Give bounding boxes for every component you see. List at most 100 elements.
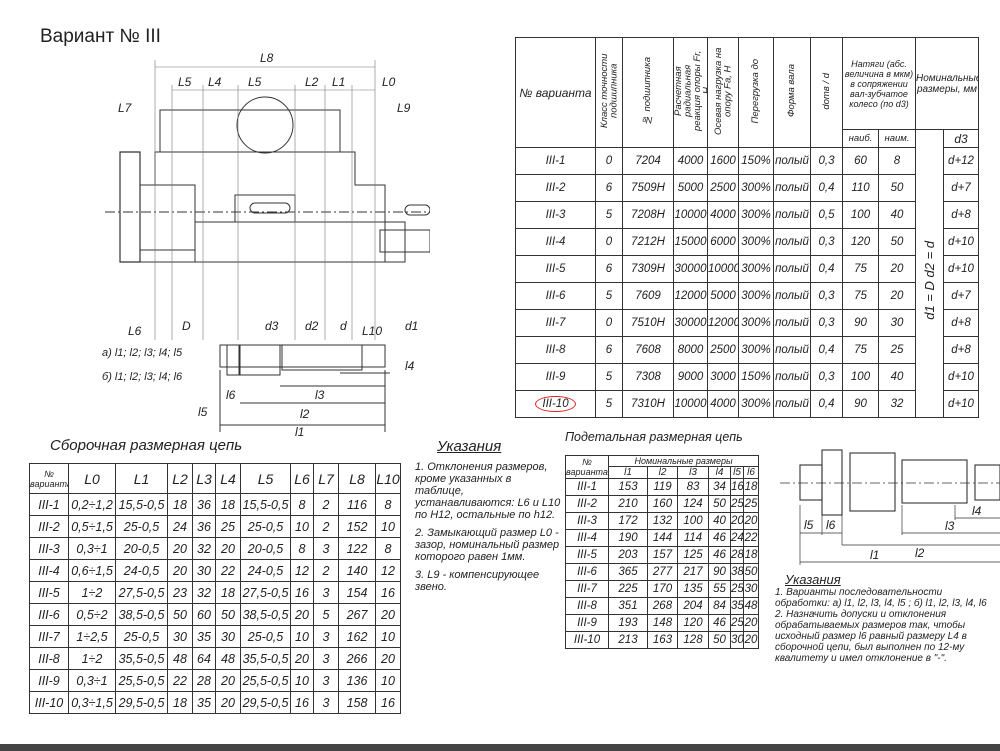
table-cell: III-2 — [515, 174, 596, 202]
assembly-chain-title: Сборочная размерная цепь — [50, 437, 243, 454]
table-cell: 6 — [595, 255, 623, 283]
table-cell: 10000 — [673, 390, 708, 418]
table-cell: 35 — [192, 625, 216, 648]
table-cell: 20 — [878, 282, 916, 310]
table-cell: 116 — [338, 493, 376, 516]
table-cell: 119 — [647, 478, 678, 496]
dim-label: d1 — [405, 319, 418, 333]
table-cell: III-3 — [515, 201, 596, 229]
table-cell: 3000 — [707, 363, 739, 391]
table-cell: 34 — [708, 478, 731, 496]
dim-label: l1 — [295, 425, 304, 438]
table-cell: 46 — [708, 529, 731, 547]
table-cell: d+7 — [942, 174, 980, 202]
table-cell: 300% — [738, 282, 774, 310]
table-cell: 27,5-0,5 — [240, 581, 291, 604]
table-cell: 25 — [730, 580, 744, 598]
table-cell: 0 — [595, 147, 623, 175]
header-nominal: Номинальные размеры — [607, 455, 760, 467]
table-cell: 128 — [677, 631, 709, 649]
column-header: l1 — [608, 466, 648, 479]
table-cell: 22 — [215, 559, 241, 582]
table-cell: 25,5-0,5 — [240, 669, 291, 692]
table-cell: III-6 — [565, 563, 609, 581]
column-header: L1 — [115, 463, 168, 494]
dim-label: l6 — [826, 518, 836, 532]
table-cell: полый — [773, 255, 811, 283]
notes-right: Указания 1. Варианты последовательности … — [775, 572, 997, 664]
table-cell: 50 — [878, 174, 916, 202]
table-cell: 20 — [375, 603, 401, 626]
table-cell: 29,5-0,5 — [115, 691, 168, 714]
table-cell: 1÷2,5 — [68, 625, 116, 648]
column-header: L6 — [290, 463, 314, 494]
table-cell: 277 — [647, 563, 678, 581]
table-cell: 300% — [738, 228, 774, 256]
table-cell: 7308 — [622, 363, 674, 391]
table-cell: 154 — [338, 581, 376, 604]
table-cell: 16 — [375, 581, 401, 604]
table-cell: 16 — [375, 691, 401, 714]
table-cell: 40 — [708, 512, 731, 530]
table-cell: III-6 — [515, 282, 596, 310]
table-cell: 7509Н — [622, 174, 674, 202]
table-cell: 300% — [738, 390, 774, 418]
table-cell: 64 — [192, 647, 216, 670]
table-cell: 46 — [708, 614, 731, 632]
table-cell: III-3 — [29, 537, 69, 560]
table-cell: 10 — [290, 669, 314, 692]
table-cell: 153 — [608, 478, 648, 496]
table-cell: 268 — [647, 597, 678, 615]
table-cell: 12 — [290, 559, 314, 582]
header-variant: № варианта — [515, 37, 596, 148]
table-cell: 50 — [167, 603, 193, 626]
notes-left-title: Указания — [437, 438, 502, 455]
table-cell: 23 — [167, 581, 193, 604]
table-cell: III-8 — [565, 597, 609, 615]
table-cell: 144 — [647, 529, 678, 547]
table-cell: 20-0,5 — [115, 537, 168, 560]
table-cell: 20 — [167, 559, 193, 582]
table-cell: 28 — [192, 669, 216, 692]
table-cell: 0,4 — [810, 390, 843, 418]
table-cell: III-2 — [565, 495, 609, 513]
table-cell: 20-0,5 — [240, 537, 291, 560]
table-cell: 20 — [730, 512, 744, 530]
table-cell: полый — [773, 336, 811, 364]
header-axial-load: Осевая нагрузка на опору Fa, Н — [712, 47, 734, 135]
shaft-drawing: l5 l6 l4 l3 l2 l1 — [780, 449, 1000, 565]
table-cell: 16 — [290, 581, 314, 604]
page-title: Вариант № III — [40, 26, 161, 47]
table-cell: 5 — [595, 363, 623, 391]
table-cell: 46 — [708, 546, 731, 564]
header-variant: № варианта — [565, 455, 609, 479]
table-cell: 50 — [708, 495, 731, 513]
notes-right-title: Указания — [785, 572, 841, 587]
dim-label: L5 — [178, 75, 192, 89]
table-cell: III-5 — [29, 581, 69, 604]
table-cell: 351 — [608, 597, 648, 615]
dim-label: l4 — [972, 504, 982, 518]
column-header: L3 — [192, 463, 216, 494]
table-cell: 50 — [878, 228, 916, 256]
table-cell: 48 — [167, 647, 193, 670]
table-cell: 5 — [595, 390, 623, 418]
table-cell: III-9 — [565, 614, 609, 632]
table-cell: 35,5-0,5 — [115, 647, 168, 670]
table-cell: 132 — [647, 512, 678, 530]
dim-label: D — [182, 319, 191, 333]
table-cell: 6 — [595, 336, 623, 364]
table-cell: d+12 — [942, 147, 980, 175]
column-header: L7 — [313, 463, 339, 494]
table-cell: 29,5-0,5 — [240, 691, 291, 714]
table-cell: III-5 — [565, 546, 609, 564]
table-cell: 300% — [738, 309, 774, 337]
